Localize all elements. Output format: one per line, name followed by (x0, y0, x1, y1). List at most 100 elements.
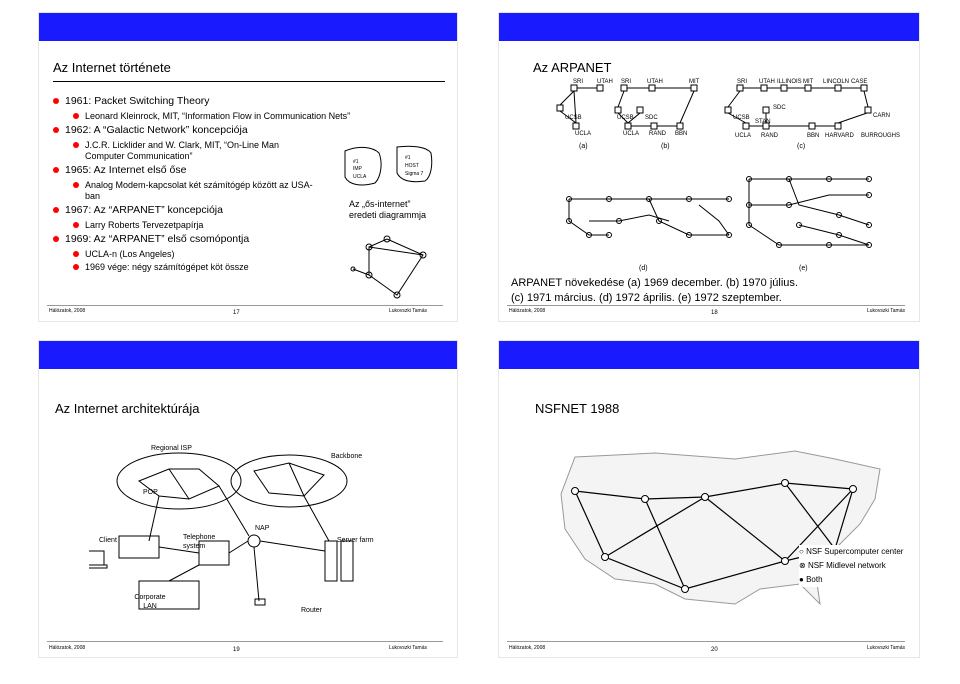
bullet-licklider: J.C.R. Licklider and W. Clark, MIT, “On-… (51, 140, 305, 162)
node-label: UTAH (597, 79, 613, 85)
bullet-1969: 1969: Az “ARPANET” első csomópontja (51, 233, 351, 246)
hatched-circle-icon: ⊗ (799, 561, 808, 570)
node-label: BURROUGHS (861, 133, 901, 139)
panel-label-e: (e) (799, 265, 808, 272)
page-number: 17 (233, 310, 240, 316)
bullet-four-computers: 1969 vége: négy számítógépet köt össze (51, 262, 351, 273)
footer-rule (507, 641, 905, 642)
legend-midlevel: ⊗ NSF Midlevel network (799, 561, 886, 570)
bullet-roberts: Larry Roberts Tervezetpapírja (51, 220, 351, 231)
page-number: 19 (233, 647, 240, 653)
node-label: SDC (645, 115, 658, 121)
slide-title: NSFNET 1988 (535, 401, 620, 416)
svg-text:#1: #1 (405, 155, 411, 161)
nsfnet-map (560, 450, 881, 606)
node-label: UCLA (623, 131, 640, 137)
node-label: UCSB (733, 115, 750, 121)
slide-title: Az ARPANET (533, 60, 612, 75)
label-pop: POP (143, 489, 158, 496)
node-label: UCLA (575, 131, 592, 137)
svg-text:Sigma 7: Sigma 7 (405, 171, 424, 177)
node-label: MIT (803, 79, 814, 85)
sketch-caption: Az „ős-internet” eredeti diagrammja (349, 199, 427, 220)
panel-label-a: (a) (579, 143, 588, 150)
slide-20: NSFNET 1988 ○ NSF Supercomputer center ⊗… (498, 340, 920, 658)
footer-rule (507, 305, 905, 306)
node-label: UTAH (759, 79, 775, 85)
svg-text:UCLA: UCLA (353, 174, 367, 180)
label-regional-isp: Regional ISP (151, 445, 192, 452)
growth-caption: ARPANET növekedése (a) 1969 december. (b… (511, 277, 798, 304)
bullet-kleinrock: Leonard Kleinrock, MIT, “Information Flo… (51, 111, 351, 122)
node-label: UCLA (735, 133, 752, 139)
slide-title: Az Internet története (53, 60, 171, 75)
nsfnet-legend: ○ NSF Supercomputer center ⊗ NSF Midleve… (799, 545, 904, 587)
footer-right: Lukovszki Tamás (389, 308, 427, 314)
node-label: BBN (675, 131, 688, 137)
slide-19: Az Internet architektúrája Regional ISP … (38, 340, 458, 658)
bullet-1961: 1961: Packet Switching Theory (51, 95, 351, 108)
node-label: CASE (851, 79, 868, 85)
label-router: Router (301, 607, 323, 614)
slide-header-bar (499, 341, 919, 369)
node-label: SRI (737, 79, 748, 85)
bullet-ucla: UCLA-n (Los Angeles) (51, 249, 351, 260)
node-label: UCSB (617, 115, 634, 121)
node-label: CARN (873, 113, 891, 119)
node-label: HARVARD (825, 133, 854, 139)
node-label: RAND (761, 133, 779, 139)
node-label: LINCOLN (823, 79, 850, 85)
panel-label-c: (c) (797, 143, 806, 150)
node-label: ILLINOIS (777, 79, 802, 85)
internet-architecture-diagram (89, 452, 354, 610)
footer-left: Hálózatok, 2008 (509, 645, 546, 651)
label-server-farm: Server farm (337, 537, 374, 544)
svg-text:#1: #1 (353, 159, 359, 165)
bullet-1967: 1967: Az “ARPANET” koncepciója (51, 204, 351, 217)
slide-header-bar (39, 13, 457, 41)
page-number: 20 (711, 647, 718, 653)
node-label: SRI (573, 79, 584, 85)
panel-label-b: (b) (661, 143, 670, 150)
node-label: MIT (689, 79, 700, 85)
node-label: SDC (773, 105, 786, 111)
footer-left: Hálózatok, 2008 (49, 308, 86, 314)
panel-label-d: (d) (639, 265, 648, 272)
legend-both: ● Both (799, 575, 823, 584)
legend-supercomputer: ○ NSF Supercomputer center (799, 547, 904, 556)
title-underline (53, 81, 445, 82)
label-backbone: Backbone (331, 453, 363, 460)
node-label: RAND (649, 131, 667, 137)
footer-left: Hálózatok, 2008 (49, 645, 86, 651)
slide-18: Az ARPANET (498, 12, 920, 322)
bullet-1962: 1962: A “Galactic Network” koncepciója (51, 124, 351, 137)
footer-rule (47, 641, 443, 642)
label-telephone: Telephone system (183, 534, 216, 550)
footer-right: Lukovszki Tamás (867, 308, 905, 314)
node-label: STAN (755, 119, 771, 125)
footer-left: Hálózatok, 2008 (509, 308, 546, 314)
footer-right: Lukovszki Tamás (867, 645, 905, 651)
label-corporate-lan: Corporate LAN (134, 594, 166, 610)
filled-circle-icon: ● (799, 575, 807, 584)
hollow-circle-icon: ○ (799, 547, 807, 556)
node-label: UTAH (647, 79, 663, 85)
node-label: UCSB (565, 115, 582, 121)
slide-title: Az Internet architektúrája (55, 401, 200, 416)
node-label: BBN (807, 133, 820, 139)
slide-header-bar (499, 13, 919, 41)
bullet-1965: 1965: Az Internet első őse (51, 164, 351, 177)
slide-header-bar (39, 341, 457, 369)
svg-text:IMP: IMP (353, 166, 363, 172)
bullet-list: 1961: Packet Switching Theory Leonard Kl… (51, 95, 351, 275)
footer-right: Lukovszki Tamás (389, 645, 427, 651)
footer-rule (47, 305, 443, 306)
label-client: Client (99, 537, 117, 544)
label-nap: NAP (255, 525, 270, 532)
arpanet-growth-diagram (556, 84, 872, 248)
node-label: SRI (621, 79, 632, 85)
slide-17: Az Internet története 1961: Packet Switc… (38, 12, 458, 322)
svg-text:HOST: HOST (405, 163, 419, 169)
page-number: 18 (711, 310, 718, 316)
